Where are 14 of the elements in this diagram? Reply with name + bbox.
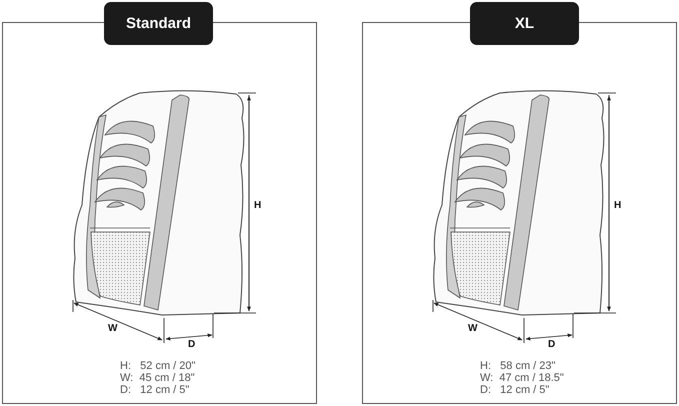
size-tab: Standard (104, 2, 213, 45)
dimension-label: D (548, 339, 556, 350)
size-tab: XL (470, 2, 579, 45)
dimension-label: H (254, 200, 262, 211)
size-spec-text: W: 45 cm / 18" (120, 372, 195, 384)
dimension-label: W (468, 323, 478, 334)
dimension-label: H (614, 200, 622, 211)
dimension-label: D (188, 339, 196, 350)
size-spec-text: D: 12 cm / 5" (480, 384, 550, 396)
size-spec-text: W: 47 cm / 18.5" (480, 372, 564, 384)
size-spec-text: D: 12 cm / 5" (120, 384, 190, 396)
size-spec-text: H: 58 cm / 23" (480, 360, 556, 372)
dimension-label: W (108, 323, 118, 334)
size-spec-text: H: 52 cm / 20" (120, 360, 196, 372)
